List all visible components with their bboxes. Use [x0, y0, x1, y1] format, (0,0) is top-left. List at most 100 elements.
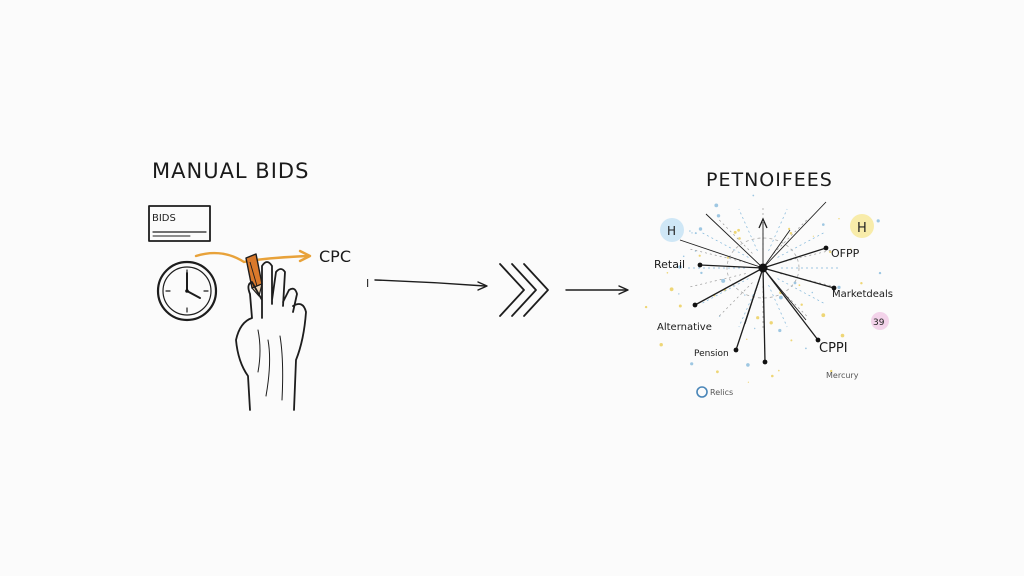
- orange-flow-arrow: [194, 251, 310, 264]
- sparkle-dots: [644, 194, 882, 383]
- sparkle-dot: [698, 254, 701, 257]
- bid-card-icon: BIDS: [148, 205, 211, 242]
- sparkle-dot: [788, 227, 791, 230]
- dotted-ray: [777, 278, 827, 305]
- sparkle-dot: [747, 381, 750, 383]
- sparkle-dot: [721, 278, 726, 283]
- node-label-relics: Relics: [710, 388, 733, 397]
- sparkle-dot: [694, 232, 697, 235]
- network-node: [762, 359, 768, 365]
- sparkle-dot: [733, 230, 737, 234]
- sparkle-dot: [669, 287, 674, 292]
- clock-icon: [156, 260, 218, 322]
- dotted-rays: [685, 206, 841, 330]
- sparkle-dot: [778, 328, 782, 333]
- network-ray: [679, 239, 764, 269]
- sparkle-dot: [811, 291, 814, 294]
- sparkle-dot: [769, 321, 773, 325]
- sparkle-dot: [737, 228, 740, 232]
- network-node: [692, 302, 698, 308]
- sparkle-dot: [754, 327, 756, 330]
- sparkle-dot: [800, 303, 803, 306]
- network-ray: [762, 267, 819, 341]
- sparkle-dot: [714, 203, 719, 208]
- sparkle-dot: [678, 265, 682, 269]
- dotted-ray: [699, 278, 749, 305]
- dotted-ray: [768, 208, 788, 252]
- hand-icon: [235, 261, 307, 411]
- manual-bids-title: MANUAL BIDS: [152, 159, 309, 183]
- network-ray: [705, 213, 764, 269]
- svg-text:H: H: [857, 221, 867, 236]
- cpc-label: CPC: [319, 247, 351, 266]
- dotted-ray: [768, 284, 788, 328]
- sparkle-dot: [771, 374, 774, 378]
- network-ray: [762, 267, 835, 289]
- network-ray: [762, 201, 827, 269]
- node-label-mercury: Mercury: [826, 371, 859, 380]
- dotted-ray: [738, 208, 758, 252]
- sparkle-dot: [805, 347, 807, 350]
- dotted-ray: [716, 217, 753, 254]
- sparkle-dot: [700, 271, 703, 275]
- sparkle-dot: [659, 343, 663, 347]
- network-node: [815, 337, 821, 343]
- network-ray: [694, 267, 764, 306]
- sparkle-dot: [690, 362, 694, 366]
- sparkle-dot: [812, 235, 815, 237]
- network-ray: [699, 264, 764, 269]
- dotted-ray: [773, 217, 810, 254]
- sparkle-dot: [830, 369, 833, 373]
- sparkle-dot: [798, 284, 801, 287]
- sparkle-dot: [691, 232, 693, 234]
- sparkle-dot: [746, 338, 748, 340]
- network-ray: [744, 267, 764, 325]
- sparkle-dot: [793, 281, 797, 285]
- chevrons-icon: [499, 263, 549, 317]
- sparkle-dot: [744, 294, 746, 296]
- node-label-marketdeals: Marketdeals: [832, 289, 893, 300]
- dotted-ray: [688, 248, 746, 263]
- yellow-badge-icon: H: [850, 214, 874, 238]
- dotted-ray: [716, 282, 753, 319]
- sparkle-dot: [778, 369, 780, 372]
- hub-center: [758, 263, 768, 273]
- sparkle-dot: [878, 271, 882, 275]
- sparkle-dot: [678, 304, 682, 308]
- node-label-retail: Retail: [654, 258, 685, 271]
- sparkle-dot: [682, 255, 685, 258]
- sparkle-dot: [644, 305, 648, 309]
- sparkle-dot: [666, 272, 669, 274]
- node-label-alternative: Alternative: [657, 322, 712, 333]
- sparkle-dot: [860, 282, 863, 285]
- sparkle-dot: [840, 333, 845, 338]
- sparkle-dot: [716, 214, 721, 218]
- hub-ring: [726, 237, 800, 299]
- sparkle-dot: [850, 248, 852, 250]
- sparkle-dot: [790, 339, 793, 342]
- network-node: [733, 347, 739, 353]
- svg-text:39: 39: [873, 318, 885, 328]
- sparkle-dot: [876, 219, 880, 223]
- sparkle-dot: [678, 293, 680, 295]
- sparkle-dot: [789, 232, 793, 235]
- dotted-ray: [773, 282, 810, 319]
- network-hub-icon: [679, 201, 837, 365]
- node-label-cppi: CPPI: [819, 341, 848, 356]
- blue-badge-icon: H: [660, 218, 684, 242]
- network-node: [831, 285, 837, 291]
- sparkle-dot: [726, 256, 730, 259]
- circle-icon: [696, 386, 708, 398]
- network-title: PETNOIFEES: [706, 169, 833, 191]
- sparkle-dot: [822, 223, 825, 226]
- dotted-ray: [688, 273, 746, 288]
- arrow-start-mark: I: [366, 277, 369, 290]
- sparkle-dot: [689, 230, 691, 232]
- bid-card-label: BIDS: [152, 213, 176, 224]
- pink-badge-icon: 39: [871, 312, 889, 330]
- node-label-ofpp: OFPP: [831, 247, 860, 260]
- sparkle-dot: [837, 285, 841, 289]
- network-ray: [762, 267, 807, 321]
- sparkle-dot: [746, 363, 750, 367]
